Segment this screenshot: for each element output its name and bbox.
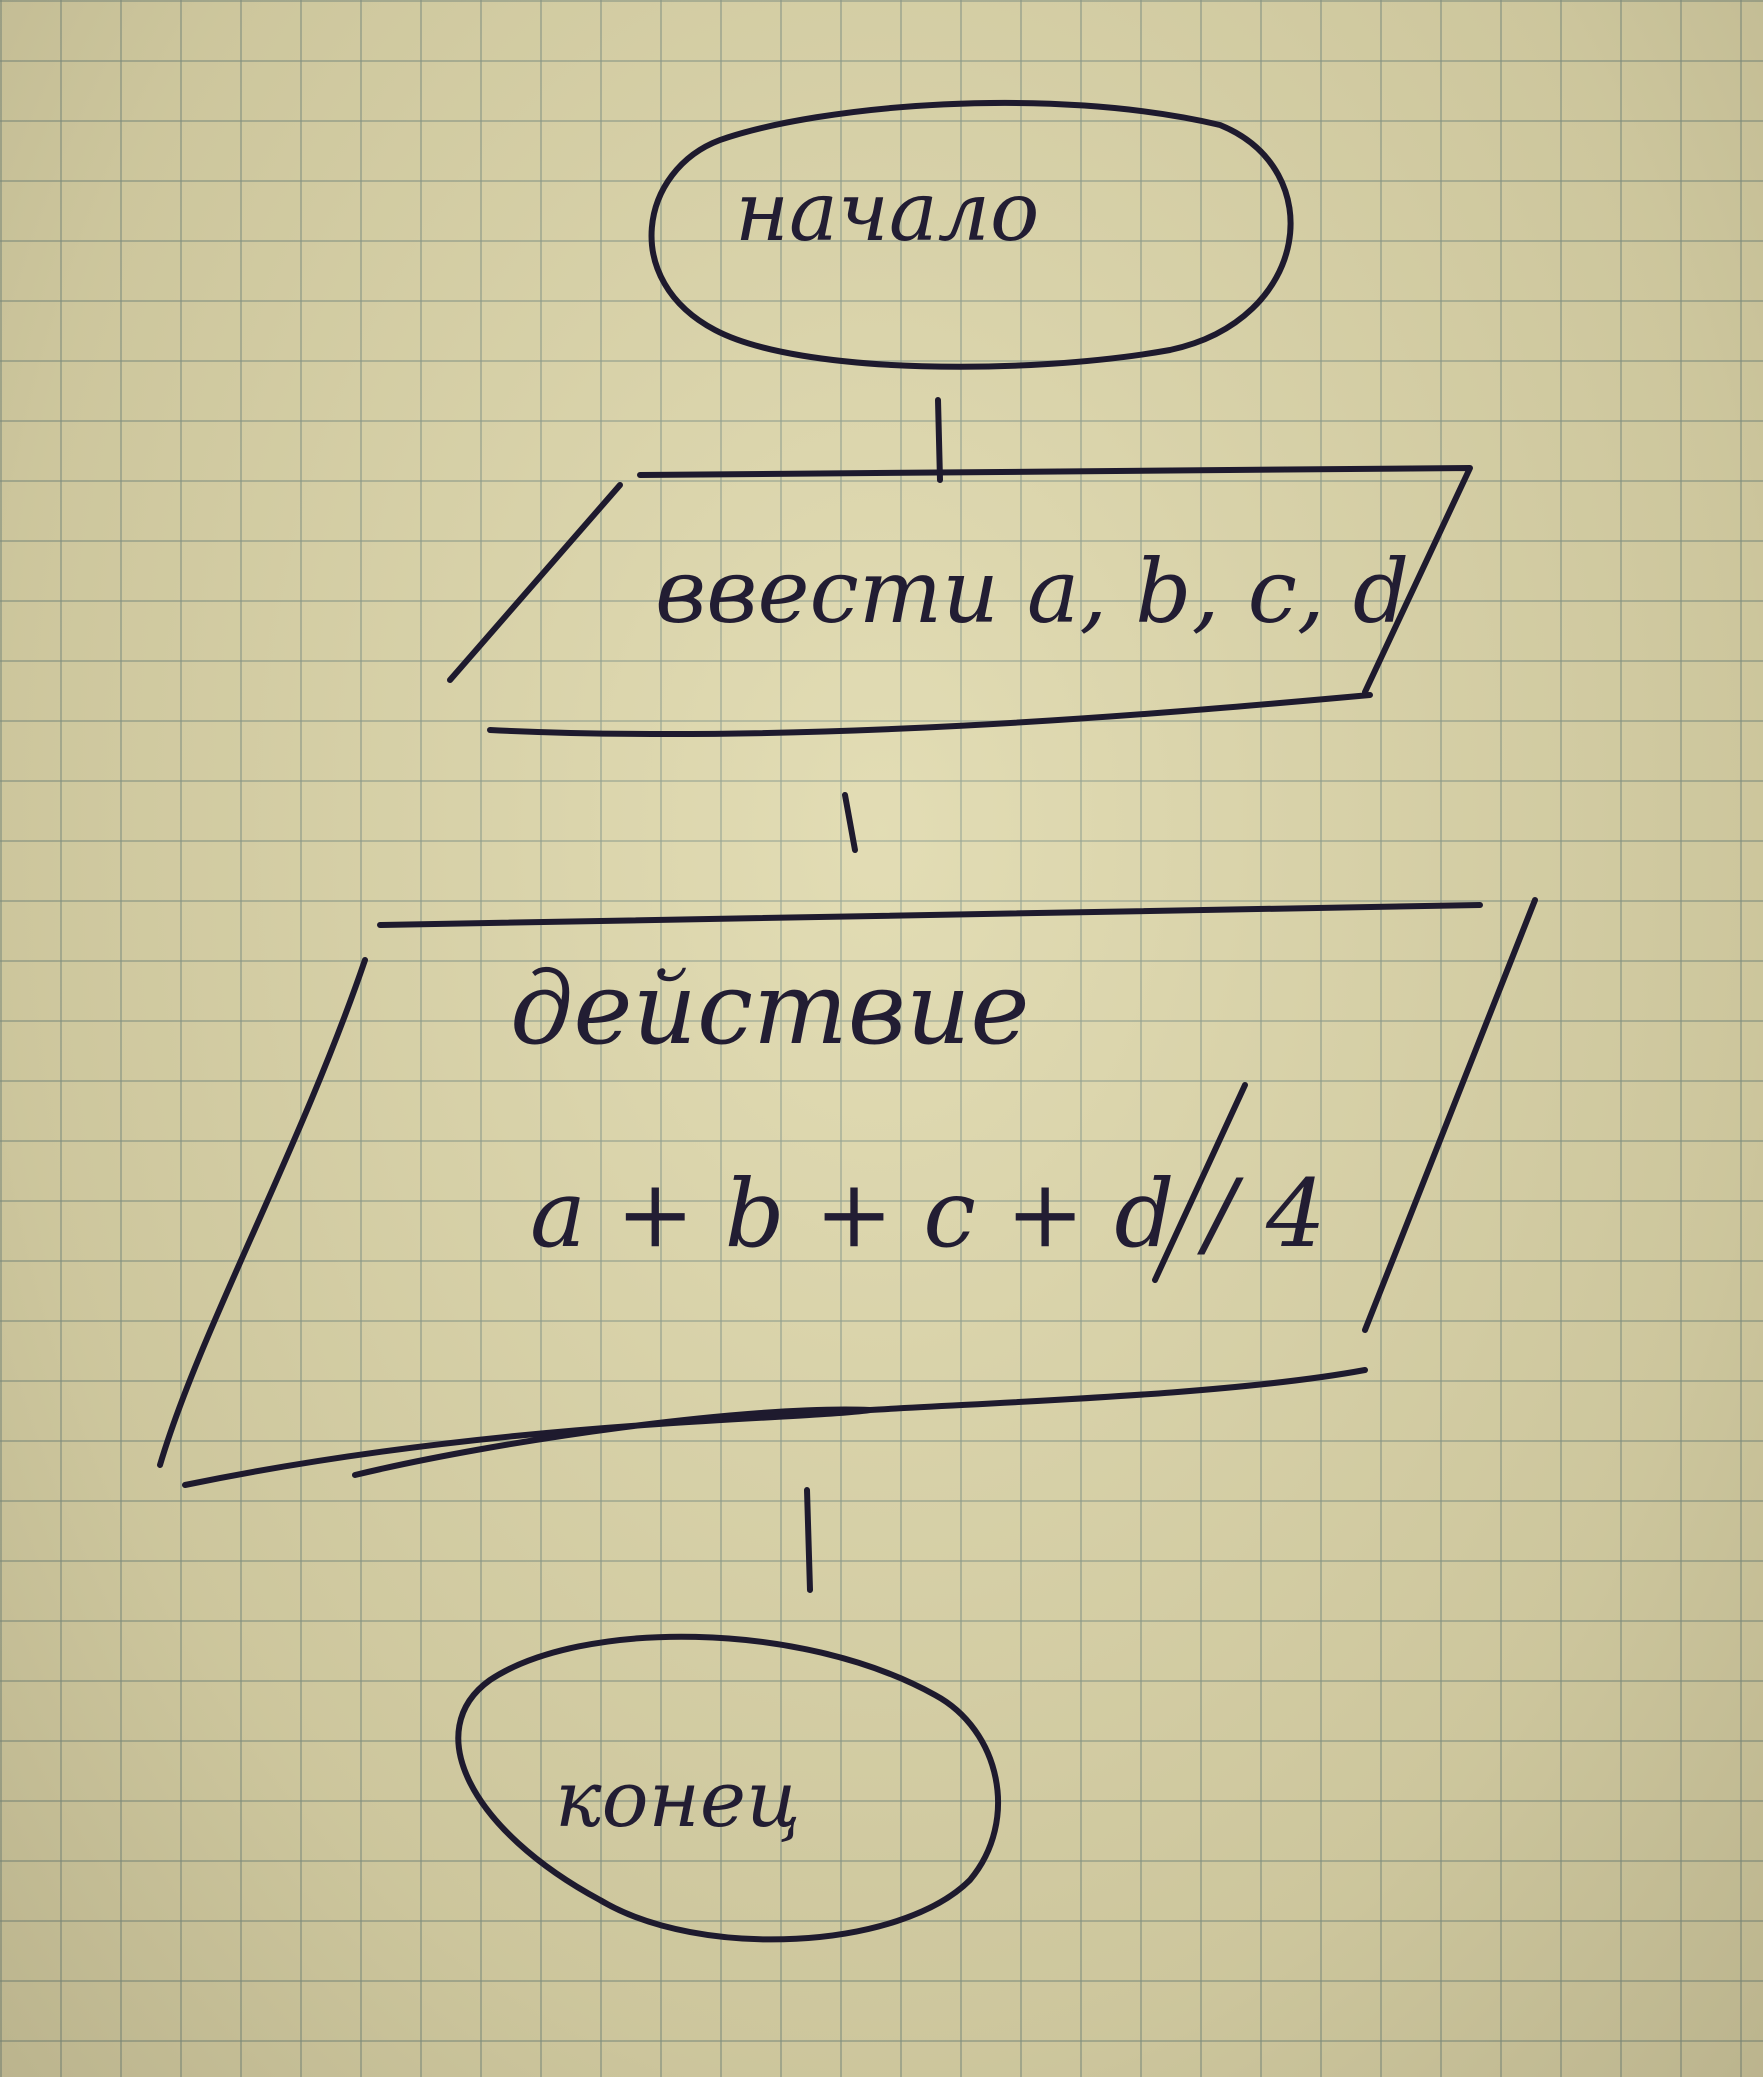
input-label: ввести a, b, c, d [655, 540, 1410, 643]
input-parallelogram-shape [447, 465, 1473, 738]
end-terminator-shape [455, 1633, 1002, 1943]
connector-process-to-end [804, 1487, 813, 1593]
process-formula: a + b + c + d / 4 [530, 1160, 1326, 1269]
connector-input-to-process [842, 792, 858, 853]
process-parallelogram-shape [157, 897, 1538, 1488]
process-title: действие [510, 950, 1030, 1067]
connector-start-to-input [935, 397, 943, 483]
formula-slash-stroke [1152, 1082, 1248, 1283]
start-terminator-shape [648, 99, 1294, 370]
end-label: конец [555, 1755, 801, 1845]
start-label: начало [735, 165, 1040, 260]
